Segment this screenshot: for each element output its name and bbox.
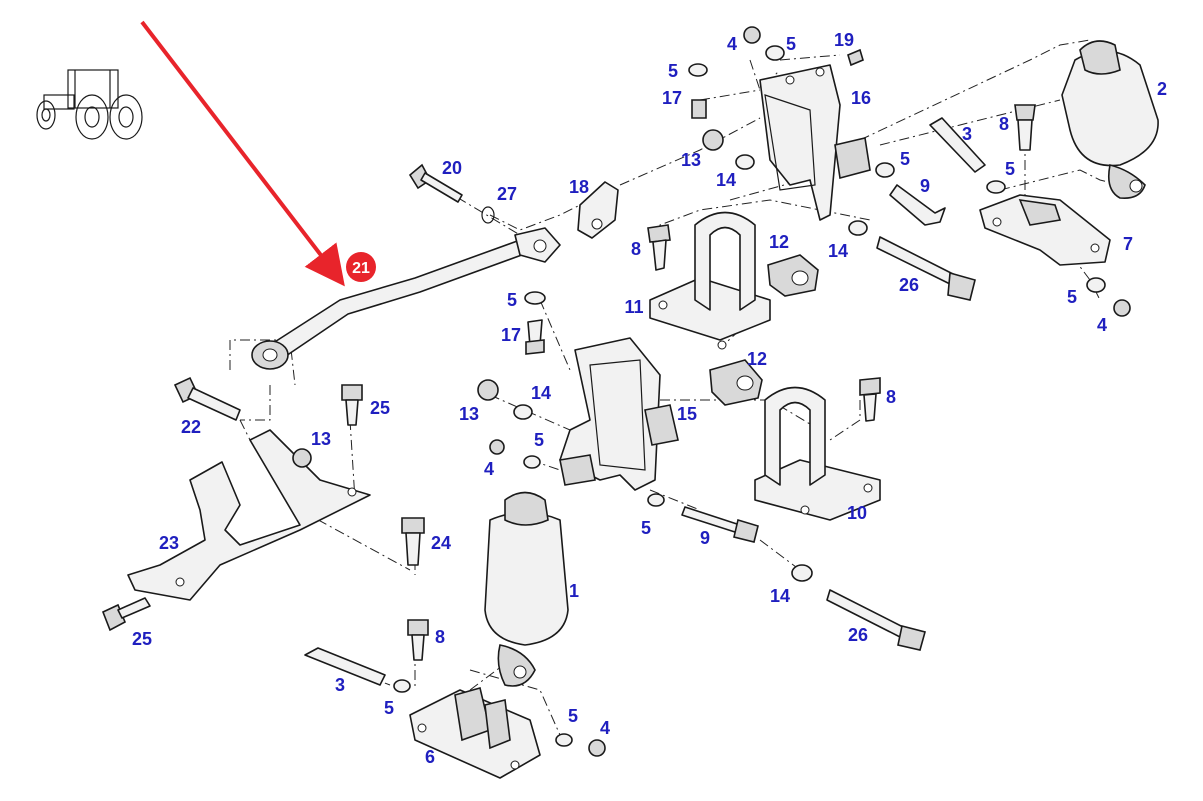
callout-4[interactable]: 4 (1097, 315, 1107, 335)
callout-5[interactable]: 5 (1067, 287, 1077, 307)
callout-6[interactable]: 6 (425, 747, 435, 767)
base-plate-part (979, 180, 1131, 317)
callout-2[interactable]: 2 (1157, 79, 1167, 99)
callout-4[interactable]: 4 (600, 718, 610, 738)
bolt-part (304, 647, 386, 686)
callout-5[interactable]: 5 (786, 34, 796, 54)
callout-22[interactable]: 22 (181, 417, 201, 437)
highlight-badge[interactable]: 21 (346, 252, 376, 282)
callout-8[interactable]: 8 (999, 114, 1009, 134)
callout-3[interactable]: 3 (962, 124, 972, 144)
mount-part (754, 386, 881, 521)
callout-7[interactable]: 7 (1123, 234, 1133, 254)
callout-26[interactable]: 26 (848, 625, 868, 645)
bolt-part (401, 517, 425, 566)
fastener-group-middle (477, 379, 813, 582)
callout-5[interactable]: 5 (507, 290, 517, 310)
callout-25[interactable]: 25 (370, 398, 390, 418)
callout-17[interactable]: 17 (662, 88, 682, 108)
callout-12[interactable]: 12 (769, 232, 789, 252)
callout-23[interactable]: 23 (159, 533, 179, 553)
bolt-part (929, 117, 986, 173)
mount-part (649, 211, 771, 350)
bolt-part (681, 506, 759, 543)
bolt-part (826, 589, 926, 651)
callout-5[interactable]: 5 (900, 149, 910, 169)
bolt-part (889, 184, 946, 226)
bolt-part (341, 384, 363, 426)
callout-5[interactable]: 5 (384, 698, 394, 718)
callout-9[interactable]: 9 (920, 176, 930, 196)
bolt-part (876, 236, 976, 301)
callout-5[interactable]: 5 (568, 706, 578, 726)
highlight-badge-label: 21 (352, 260, 370, 277)
callout-5[interactable]: 5 (1005, 159, 1015, 179)
callout-20[interactable]: 20 (442, 158, 462, 178)
callout-14[interactable]: 14 (770, 586, 790, 606)
callout-24[interactable]: 24 (431, 533, 451, 553)
stabilizer-rod-part[interactable] (251, 227, 561, 370)
callout-5[interactable]: 5 (641, 518, 651, 538)
callout-8[interactable]: 8 (886, 387, 896, 407)
callout-19[interactable]: 19 (834, 30, 854, 50)
callout-11[interactable]: 11 (624, 297, 643, 317)
callout-3[interactable]: 3 (335, 675, 345, 695)
frame-bracket-part (127, 429, 371, 601)
bolt-part (407, 619, 429, 661)
base-plate-part (393, 679, 606, 779)
callout-25[interactable]: 25 (132, 629, 152, 649)
callout-14[interactable]: 14 (531, 383, 551, 403)
callout-5[interactable]: 5 (668, 61, 678, 81)
highlight-arrow (140, 20, 345, 287)
callout-18[interactable]: 18 (569, 177, 589, 197)
bushing-part (709, 359, 763, 406)
callout-12[interactable]: 12 (747, 349, 767, 369)
fastener-group-upper (688, 26, 895, 236)
callout-5[interactable]: 5 (534, 430, 544, 450)
bolt-part (101, 597, 151, 632)
callout-1[interactable]: 1 (569, 581, 579, 601)
callout-8[interactable]: 8 (631, 239, 641, 259)
air-spring-part (484, 491, 569, 687)
bolt-part (859, 377, 881, 422)
callout-16[interactable]: 16 (851, 88, 871, 108)
callout-13[interactable]: 13 (459, 404, 479, 424)
lower-bracket-part (559, 337, 679, 491)
callout-14[interactable]: 14 (716, 170, 736, 190)
bolt-part (408, 163, 495, 224)
callout-4[interactable]: 4 (727, 34, 737, 54)
tractor-icon (36, 69, 143, 140)
callout-14[interactable]: 14 (828, 241, 848, 261)
air-spring-part (1061, 40, 1159, 200)
leader-lines (229, 39, 1141, 736)
callout-17[interactable]: 17 (501, 325, 521, 345)
bolt-part (173, 376, 241, 421)
callout-26[interactable]: 26 (899, 275, 919, 295)
callout-labels: 1 2 3 3 4 4 4 4 5 5 5 5 5 5 5 5 5 5 6 7 … (132, 30, 1167, 767)
callout-10[interactable]: 10 (847, 503, 867, 523)
bracket-part (577, 181, 619, 239)
upper-bracket-part (759, 64, 871, 221)
callout-8[interactable]: 8 (435, 627, 445, 647)
bolt-part (524, 291, 546, 355)
bushing-part (767, 254, 819, 297)
bolt-part (1014, 104, 1036, 151)
callout-27[interactable]: 27 (497, 184, 517, 204)
callout-13[interactable]: 13 (681, 150, 701, 170)
callout-13[interactable]: 13 (311, 429, 331, 449)
callout-4[interactable]: 4 (484, 459, 494, 479)
callout-15[interactable]: 15 (677, 404, 697, 424)
bolt-part (647, 224, 671, 271)
callout-9[interactable]: 9 (700, 528, 710, 548)
